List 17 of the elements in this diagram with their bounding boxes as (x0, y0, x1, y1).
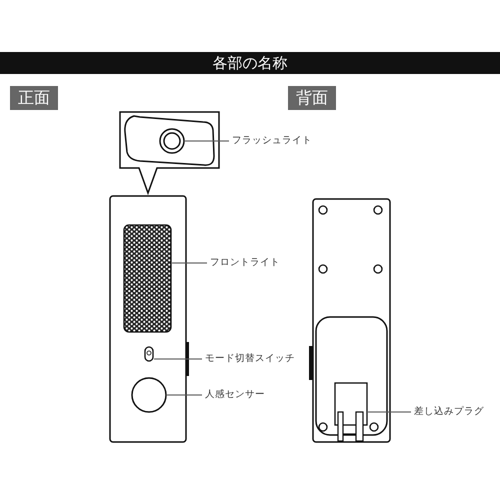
leader-line (166, 394, 202, 396)
part-label: 人感センサー (205, 389, 265, 401)
plug-drawing (334, 382, 368, 442)
mode-switch (144, 346, 154, 362)
flash-lens (159, 128, 185, 154)
section-label: 背面 (288, 86, 336, 110)
section-label: 正面 (10, 86, 58, 110)
leader-line (172, 262, 208, 264)
part-label: フラッシュライト (232, 135, 312, 147)
part-label: モード切替スイッチ (205, 353, 295, 365)
leader-line (184, 140, 230, 142)
motion-sensor (131, 377, 167, 413)
front-light-grille (123, 224, 172, 333)
leader-line (154, 358, 202, 360)
title-banner: 各部の名称 (0, 52, 500, 74)
part-label: フロントライト (210, 257, 280, 269)
part-label: 差し込みプラグ (414, 406, 484, 418)
